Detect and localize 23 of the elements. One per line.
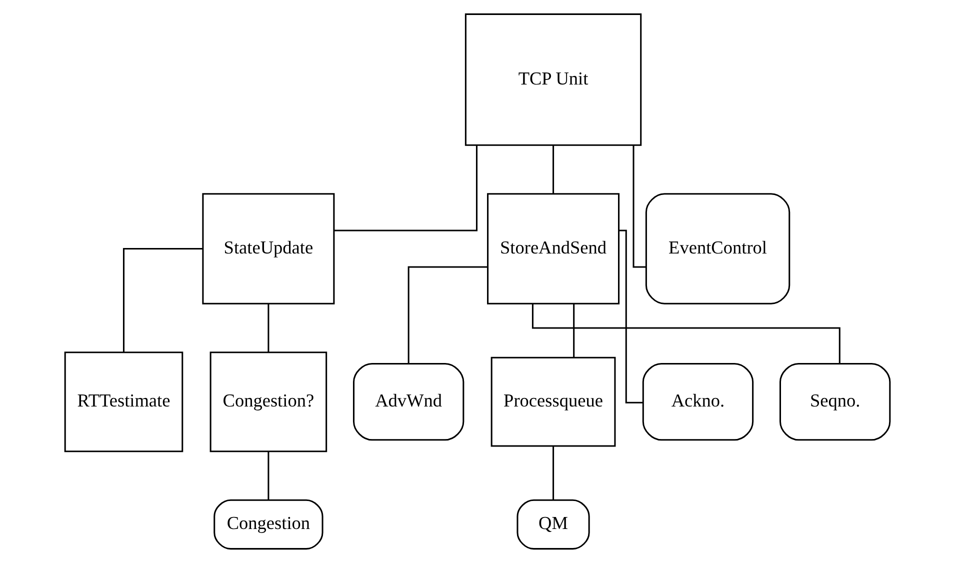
node-box: QM bbox=[516, 499, 590, 550]
node-box: Congestion bbox=[213, 499, 323, 550]
connector bbox=[334, 145, 477, 232]
node-box: Processqueue bbox=[490, 356, 616, 447]
node-box: TCP Unit bbox=[464, 13, 642, 146]
node-box: Seqno. bbox=[778, 363, 890, 441]
connector bbox=[572, 304, 574, 358]
connector bbox=[267, 304, 269, 352]
connector bbox=[632, 145, 646, 268]
connector bbox=[407, 266, 488, 364]
node-box: Congestion? bbox=[209, 352, 327, 452]
node-box: EventControl bbox=[644, 193, 790, 304]
connector bbox=[531, 304, 840, 364]
connector bbox=[552, 446, 554, 500]
node-box: RTTestimate bbox=[64, 352, 183, 452]
node-box: StoreAndSend bbox=[486, 193, 620, 304]
connector bbox=[267, 452, 269, 500]
node-box: StateUpdate bbox=[202, 193, 334, 304]
node-box: AdvWnd bbox=[352, 363, 464, 441]
node-box: Ackno. bbox=[642, 363, 754, 441]
connector bbox=[552, 146, 554, 194]
connector bbox=[122, 248, 202, 352]
connector bbox=[618, 230, 642, 404]
